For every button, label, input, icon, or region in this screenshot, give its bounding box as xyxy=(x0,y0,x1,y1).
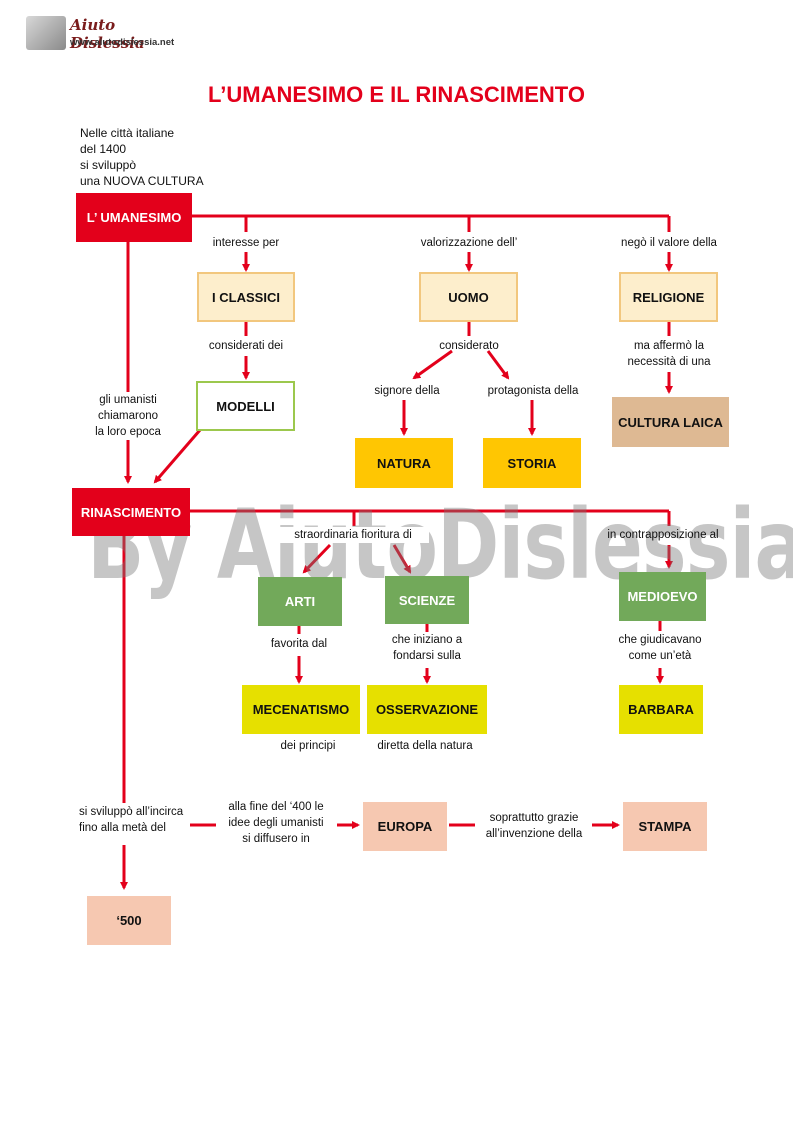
label-fine-400: alla fine del ‘400 le idee degli umanist… xyxy=(212,799,340,847)
label-principi: dei principi xyxy=(280,740,336,752)
label-line: fondarsi sulla xyxy=(393,650,461,662)
label-diretta: diretta della natura xyxy=(377,740,473,752)
intro-line: una NUOVA CULTURA xyxy=(80,174,204,188)
box-medioevo: MEDIOEVO xyxy=(619,572,706,621)
box-classici: I CLASSICI xyxy=(197,272,295,322)
box-natura: NATURA xyxy=(355,438,453,488)
label-considerato: considerato xyxy=(439,340,499,352)
label-favorita: favorita dal xyxy=(270,638,328,650)
label-valorizzazione: valorizzazione dell’ xyxy=(420,237,518,249)
box-europa: EUROPA xyxy=(363,802,447,851)
site-logo: Aiuto Dislessia www.aiutodislessia.net xyxy=(26,16,186,54)
label-fioritura: straordinaria fioritura di xyxy=(277,527,429,543)
label-sviluppo: si sviluppò all’incirca fino alla metà d… xyxy=(79,804,199,836)
label-line: alla fine del ‘400 le xyxy=(228,801,324,813)
label-ma-affermo: ma affermò la necessità di una xyxy=(604,338,734,370)
label-iniziano: che iniziano a fondarsi sulla xyxy=(374,632,480,664)
box-osservazione: OSSERVAZIONE xyxy=(367,685,487,734)
label-line: si sviluppò all’incirca xyxy=(79,806,184,818)
label-line: all’invenzione della xyxy=(485,828,583,840)
box-uomo: UOMO xyxy=(419,272,518,322)
box-storia: STORIA xyxy=(483,438,581,488)
label-line: soprattutto grazie xyxy=(489,812,579,824)
intro-line: Nelle città italiane xyxy=(80,126,175,140)
label-line: gli umanisti xyxy=(99,394,157,406)
label-line: che iniziano a xyxy=(391,634,463,646)
label-line: fino alla metà del xyxy=(79,822,166,834)
label-line: che giudicavano xyxy=(618,634,702,646)
intro-line: del 1400 xyxy=(80,142,127,156)
label-line: chiamarono xyxy=(97,410,159,422)
page-title: L’UMANESIMO E IL RINASCIMENTO xyxy=(208,82,585,107)
label-interesse: interesse per xyxy=(212,237,280,249)
book-icon xyxy=(26,16,66,50)
intro-line: si sviluppò xyxy=(80,158,137,172)
label-giudicavano: che giudicavano come un’età xyxy=(606,632,714,664)
box-umanesimo: L’ UMANESIMO xyxy=(76,193,192,242)
box-mecenatismo: MECENATISMO xyxy=(242,685,360,734)
logo-url: www.aiutodislessia.net xyxy=(70,37,175,48)
box-cultura-laica: CULTURA LAICA xyxy=(612,397,729,447)
intro-text: Nelle città italiane del 1400 si svilupp… xyxy=(80,125,204,189)
label-line: necessità di una xyxy=(627,356,711,368)
label-signore: signore della xyxy=(374,385,440,397)
label-line: ma affermò la xyxy=(633,340,705,352)
box-arti: ARTI xyxy=(258,577,342,626)
box-modelli: MODELLI xyxy=(196,381,295,431)
logo-name: Aiuto Dislessia xyxy=(70,16,145,52)
box-cinquecento: ‘500 xyxy=(87,896,171,945)
label-umanisti: gli umanisti chiamarono la loro epoca xyxy=(72,392,184,440)
label-considerati: considerati dei xyxy=(208,340,284,352)
box-religione: RELIGIONE xyxy=(619,272,718,322)
box-stampa: STAMPA xyxy=(623,802,707,851)
label-line: si diffusero in xyxy=(242,833,310,845)
box-barbara: BARBARA xyxy=(619,685,703,734)
label-nego: negò il valore della xyxy=(621,237,717,249)
label-grazie: soprattutto grazie all’invenzione della xyxy=(472,810,596,842)
label-line: la loro epoca xyxy=(95,426,161,438)
box-scienze: SCIENZE xyxy=(385,576,469,624)
label-line: come un’età xyxy=(628,650,692,662)
label-protagonista: protagonista della xyxy=(487,385,579,397)
box-rinascimento: RINASCIMENTO xyxy=(72,488,190,536)
label-line: idee degli umanisti xyxy=(228,817,324,829)
label-contrapposizione: in contrapposizione al xyxy=(607,529,719,541)
